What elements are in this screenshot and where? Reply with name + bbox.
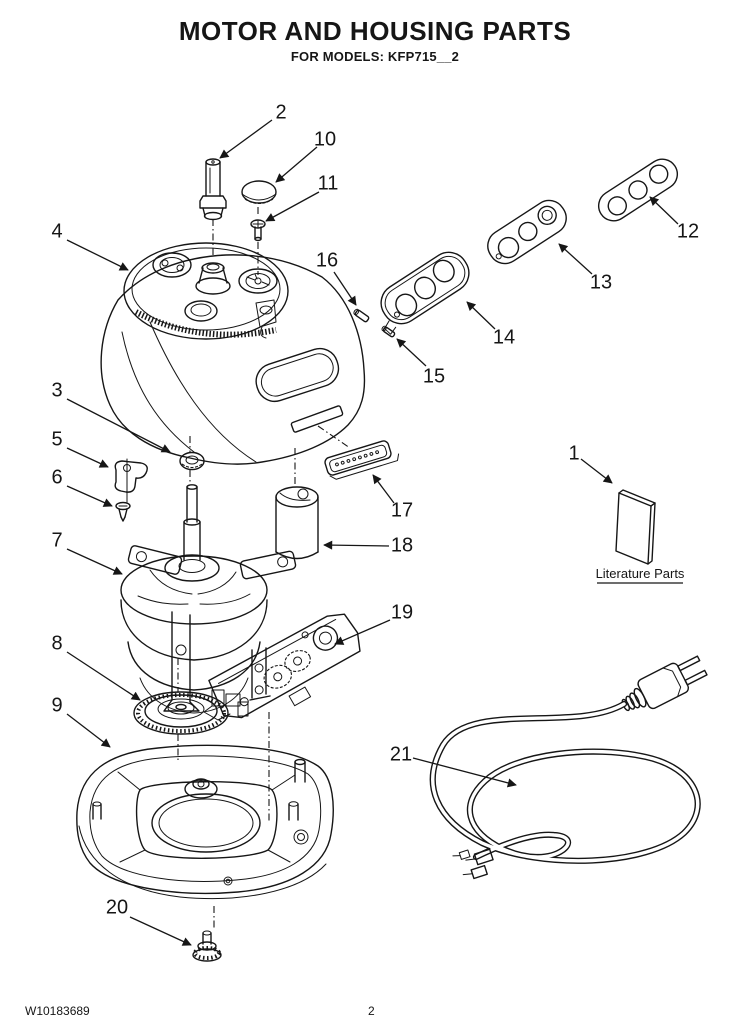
leader-line bbox=[219, 119, 273, 159]
callout-17: 17 bbox=[372, 474, 413, 521]
callout-number: 12 bbox=[677, 220, 699, 242]
callout-19: 19 bbox=[334, 601, 413, 645]
leader-line bbox=[558, 243, 593, 275]
callout-6: 6 bbox=[51, 466, 113, 507]
callout-number: 10 bbox=[314, 128, 336, 150]
callout-5: 5 bbox=[51, 428, 109, 468]
callout-number: 13 bbox=[590, 271, 612, 293]
part-8-pulley-drawing bbox=[133, 691, 229, 735]
leader-line bbox=[275, 146, 318, 183]
callout-number: 9 bbox=[51, 694, 62, 716]
part-4-housing-drawing bbox=[100, 242, 366, 465]
callout-number: 14 bbox=[493, 326, 515, 348]
callout-18: 18 bbox=[323, 534, 413, 556]
part-6-screw-drawing bbox=[115, 501, 131, 522]
leader-line bbox=[66, 447, 109, 468]
callout-9: 9 bbox=[51, 694, 111, 748]
leader-line bbox=[265, 191, 320, 222]
callout-number: 18 bbox=[391, 534, 413, 556]
part-12-gasket-drawing bbox=[597, 158, 679, 222]
leader-line bbox=[649, 196, 679, 225]
part-1-literature-drawing bbox=[615, 489, 656, 565]
part-14-bezel-drawing bbox=[380, 251, 470, 335]
callout-1: 1 bbox=[568, 442, 613, 484]
callout-number: 5 bbox=[51, 428, 62, 450]
callout-number: 11 bbox=[318, 172, 339, 194]
part-18-capacitor-drawing bbox=[275, 486, 319, 560]
callout-13: 13 bbox=[558, 243, 612, 293]
leader-line bbox=[396, 338, 427, 367]
callout-number: 1 bbox=[568, 442, 579, 464]
callout-10: 10 bbox=[275, 128, 336, 183]
callout-8: 8 bbox=[51, 632, 141, 701]
callout-number: 6 bbox=[51, 466, 62, 488]
leader-line bbox=[372, 474, 395, 504]
callout-number: 2 bbox=[275, 101, 286, 123]
leader-line bbox=[412, 757, 517, 788]
callout-number: 21 bbox=[390, 743, 412, 765]
part-3-bearing-drawing bbox=[179, 451, 205, 471]
part-16-pin-drawing bbox=[353, 308, 370, 323]
callout-number: 17 bbox=[391, 499, 413, 521]
part-2-stud-drawing bbox=[199, 158, 227, 221]
page-number: 2 bbox=[368, 1004, 375, 1018]
part-20-foot-drawing bbox=[192, 930, 222, 962]
leader-line bbox=[333, 271, 357, 306]
callout-4: 4 bbox=[51, 220, 129, 271]
leader-line bbox=[580, 458, 613, 484]
part-19-control-assembly-drawing bbox=[203, 613, 361, 721]
part-17-nameplate-drawing bbox=[324, 440, 400, 480]
leader-line bbox=[66, 485, 113, 507]
callout-number: 19 bbox=[391, 601, 413, 623]
callout-number: 16 bbox=[316, 249, 338, 271]
callout-21: 21 bbox=[390, 743, 517, 788]
literature-parts-label: Literature Parts bbox=[596, 566, 685, 581]
page-header: MOTOR AND HOUSING PARTS FOR MODELS: KFP7… bbox=[0, 16, 750, 64]
leader-line bbox=[66, 398, 171, 453]
callout-number: 4 bbox=[51, 220, 62, 242]
part-10-cap-drawing bbox=[241, 180, 277, 205]
part-5-clip-drawing bbox=[114, 458, 148, 503]
part-9-base-drawing bbox=[76, 744, 334, 900]
page-subtitle: FOR MODELS: KFP715__2 bbox=[290, 49, 460, 64]
callout-number: 7 bbox=[51, 529, 62, 551]
leader-line bbox=[66, 713, 111, 748]
leader-line bbox=[66, 651, 141, 701]
callout-12: 12 bbox=[649, 196, 699, 242]
callout-15: 15 bbox=[396, 338, 445, 387]
leader-line bbox=[466, 301, 496, 330]
callout-number: 20 bbox=[106, 896, 128, 918]
leader-line bbox=[66, 548, 123, 575]
callout-7: 7 bbox=[51, 529, 123, 575]
part-7-motor-drawing bbox=[120, 484, 297, 714]
leader-line bbox=[129, 916, 192, 946]
leader-line bbox=[334, 619, 391, 645]
callout-number: 15 bbox=[423, 365, 445, 387]
part-21-power-cord-drawing bbox=[429, 655, 708, 880]
callout-20: 20 bbox=[106, 896, 192, 946]
callout-11: 11 bbox=[265, 172, 339, 222]
callout-14: 14 bbox=[466, 301, 515, 348]
part-11-screw-drawing bbox=[250, 219, 266, 242]
leader-line bbox=[66, 239, 129, 271]
page-title: MOTOR AND HOUSING PARTS bbox=[178, 16, 572, 46]
part-13-button-pad-drawing bbox=[487, 199, 567, 265]
callout-2: 2 bbox=[219, 101, 287, 159]
leader-line bbox=[323, 540, 390, 550]
callout-3: 3 bbox=[51, 379, 171, 453]
document-number: W10183689 bbox=[25, 1004, 90, 1018]
callout-number: 8 bbox=[51, 632, 62, 654]
assembly-axis-lines bbox=[177, 207, 351, 930]
callout-number: 3 bbox=[51, 379, 62, 401]
callout-16: 16 bbox=[316, 249, 357, 306]
